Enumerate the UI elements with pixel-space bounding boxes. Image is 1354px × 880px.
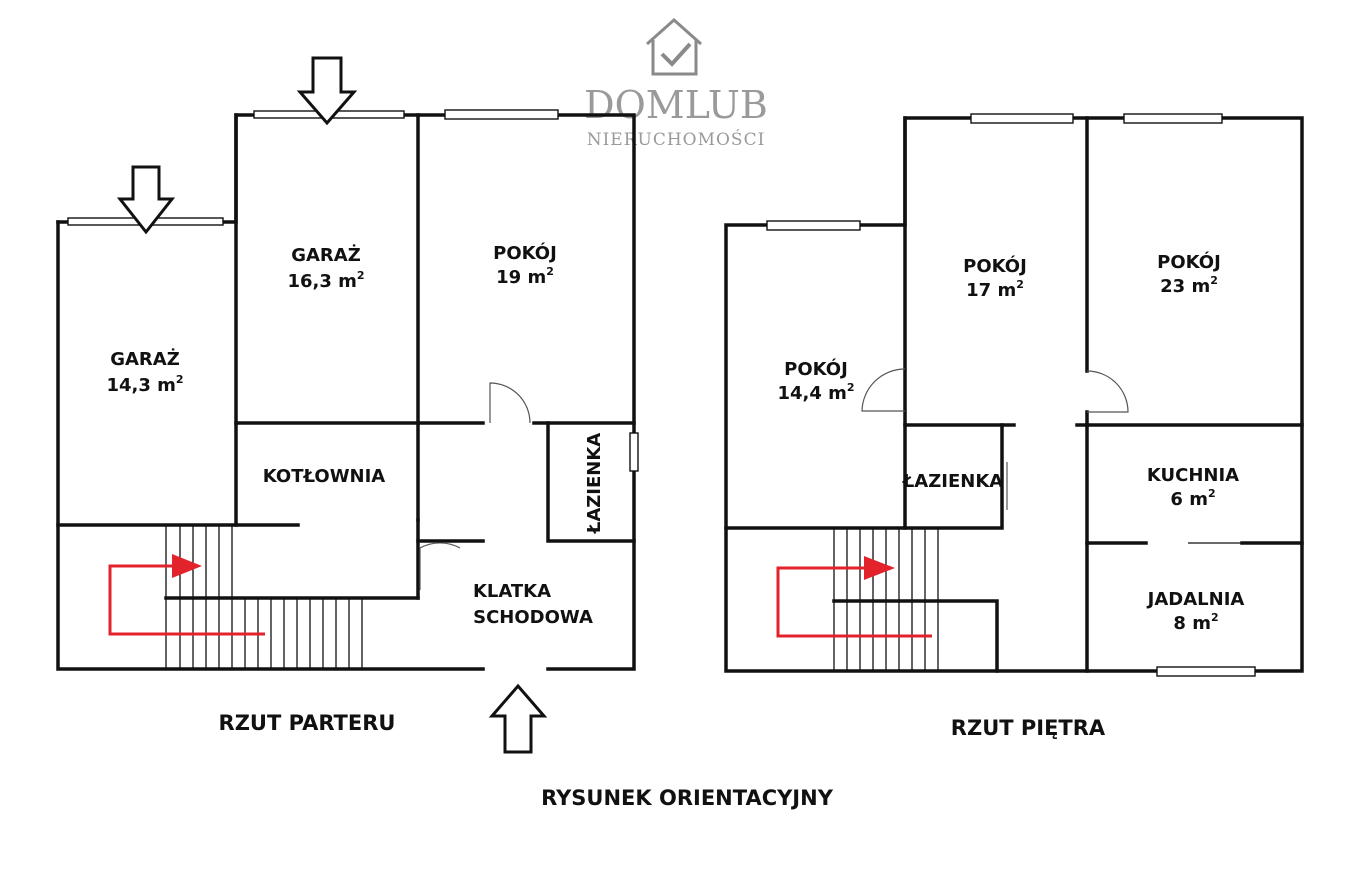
- logo-tagline: NIERUCHOMOŚCI: [587, 129, 766, 150]
- room-name: POKÓJ: [963, 255, 1027, 277]
- staircase: [833, 528, 939, 671]
- window: [444, 109, 559, 120]
- garage-entry-arrow: [296, 56, 358, 126]
- plan-title: RZUT PIĘTRA: [951, 716, 1106, 740]
- main-entry-arrow: [488, 683, 548, 754]
- window: [1156, 666, 1256, 677]
- room-name: ŁAZIENKA: [902, 471, 1004, 492]
- room-name: KLATKA: [473, 581, 551, 602]
- room-name: KOTŁOWNIA: [263, 466, 386, 487]
- room-area-label: 14,4 m2: [777, 381, 854, 404]
- room-name: POKÓJ: [1157, 251, 1221, 273]
- room-name: JADALNIA: [1146, 589, 1245, 610]
- room-name: SCHODOWA: [473, 607, 593, 628]
- house-check-icon: [646, 17, 702, 76]
- window: [766, 220, 861, 231]
- room-name: POKÓJ: [493, 242, 557, 264]
- stair-direction-arrow: [776, 556, 932, 638]
- window: [629, 432, 639, 472]
- room-area-label: 17 m2: [966, 278, 1024, 301]
- footer-note: RYSUNEK ORIENTACYJNY: [541, 786, 834, 810]
- garage-entry-arrow: [116, 165, 176, 235]
- window: [970, 113, 1074, 124]
- room-area-label: 8 m2: [1173, 611, 1218, 634]
- room-name: GARAŻ: [291, 244, 361, 266]
- upper-floor-plan: POKÓJ 14,4 m2 POKÓJ 17 m2 POKÓJ 23 m2 ŁA…: [724, 113, 1304, 740]
- door-swing: [419, 542, 461, 590]
- door-swing: [861, 368, 906, 412]
- window: [1123, 113, 1223, 124]
- room-name: ŁAZIENKA: [584, 433, 605, 535]
- room-name: KUCHNIA: [1147, 465, 1239, 486]
- plan-title: RZUT PARTERU: [219, 711, 396, 735]
- domlub-logo: DOMLUB NIERUCHOMOŚCI: [584, 17, 768, 150]
- ground-floor-plan: GARAŻ 14,3 m2 GARAŻ 16,3 m2 POKÓJ 19 m2 …: [56, 56, 639, 754]
- room-area-label: 23 m2: [1160, 274, 1218, 297]
- door-swing: [489, 382, 531, 424]
- logo-name: DOMLUB: [584, 83, 768, 127]
- stair-direction-arrow: [108, 554, 265, 636]
- room-name: GARAŻ: [110, 348, 180, 370]
- room-name: POKÓJ: [784, 358, 848, 380]
- room-area-label: 19 m2: [496, 265, 554, 288]
- door-swing: [1086, 370, 1129, 413]
- room-area-label: 6 m2: [1170, 487, 1215, 510]
- room-area-label: 14,3 m2: [106, 373, 183, 396]
- room-area-label: 16,3 m2: [287, 269, 364, 292]
